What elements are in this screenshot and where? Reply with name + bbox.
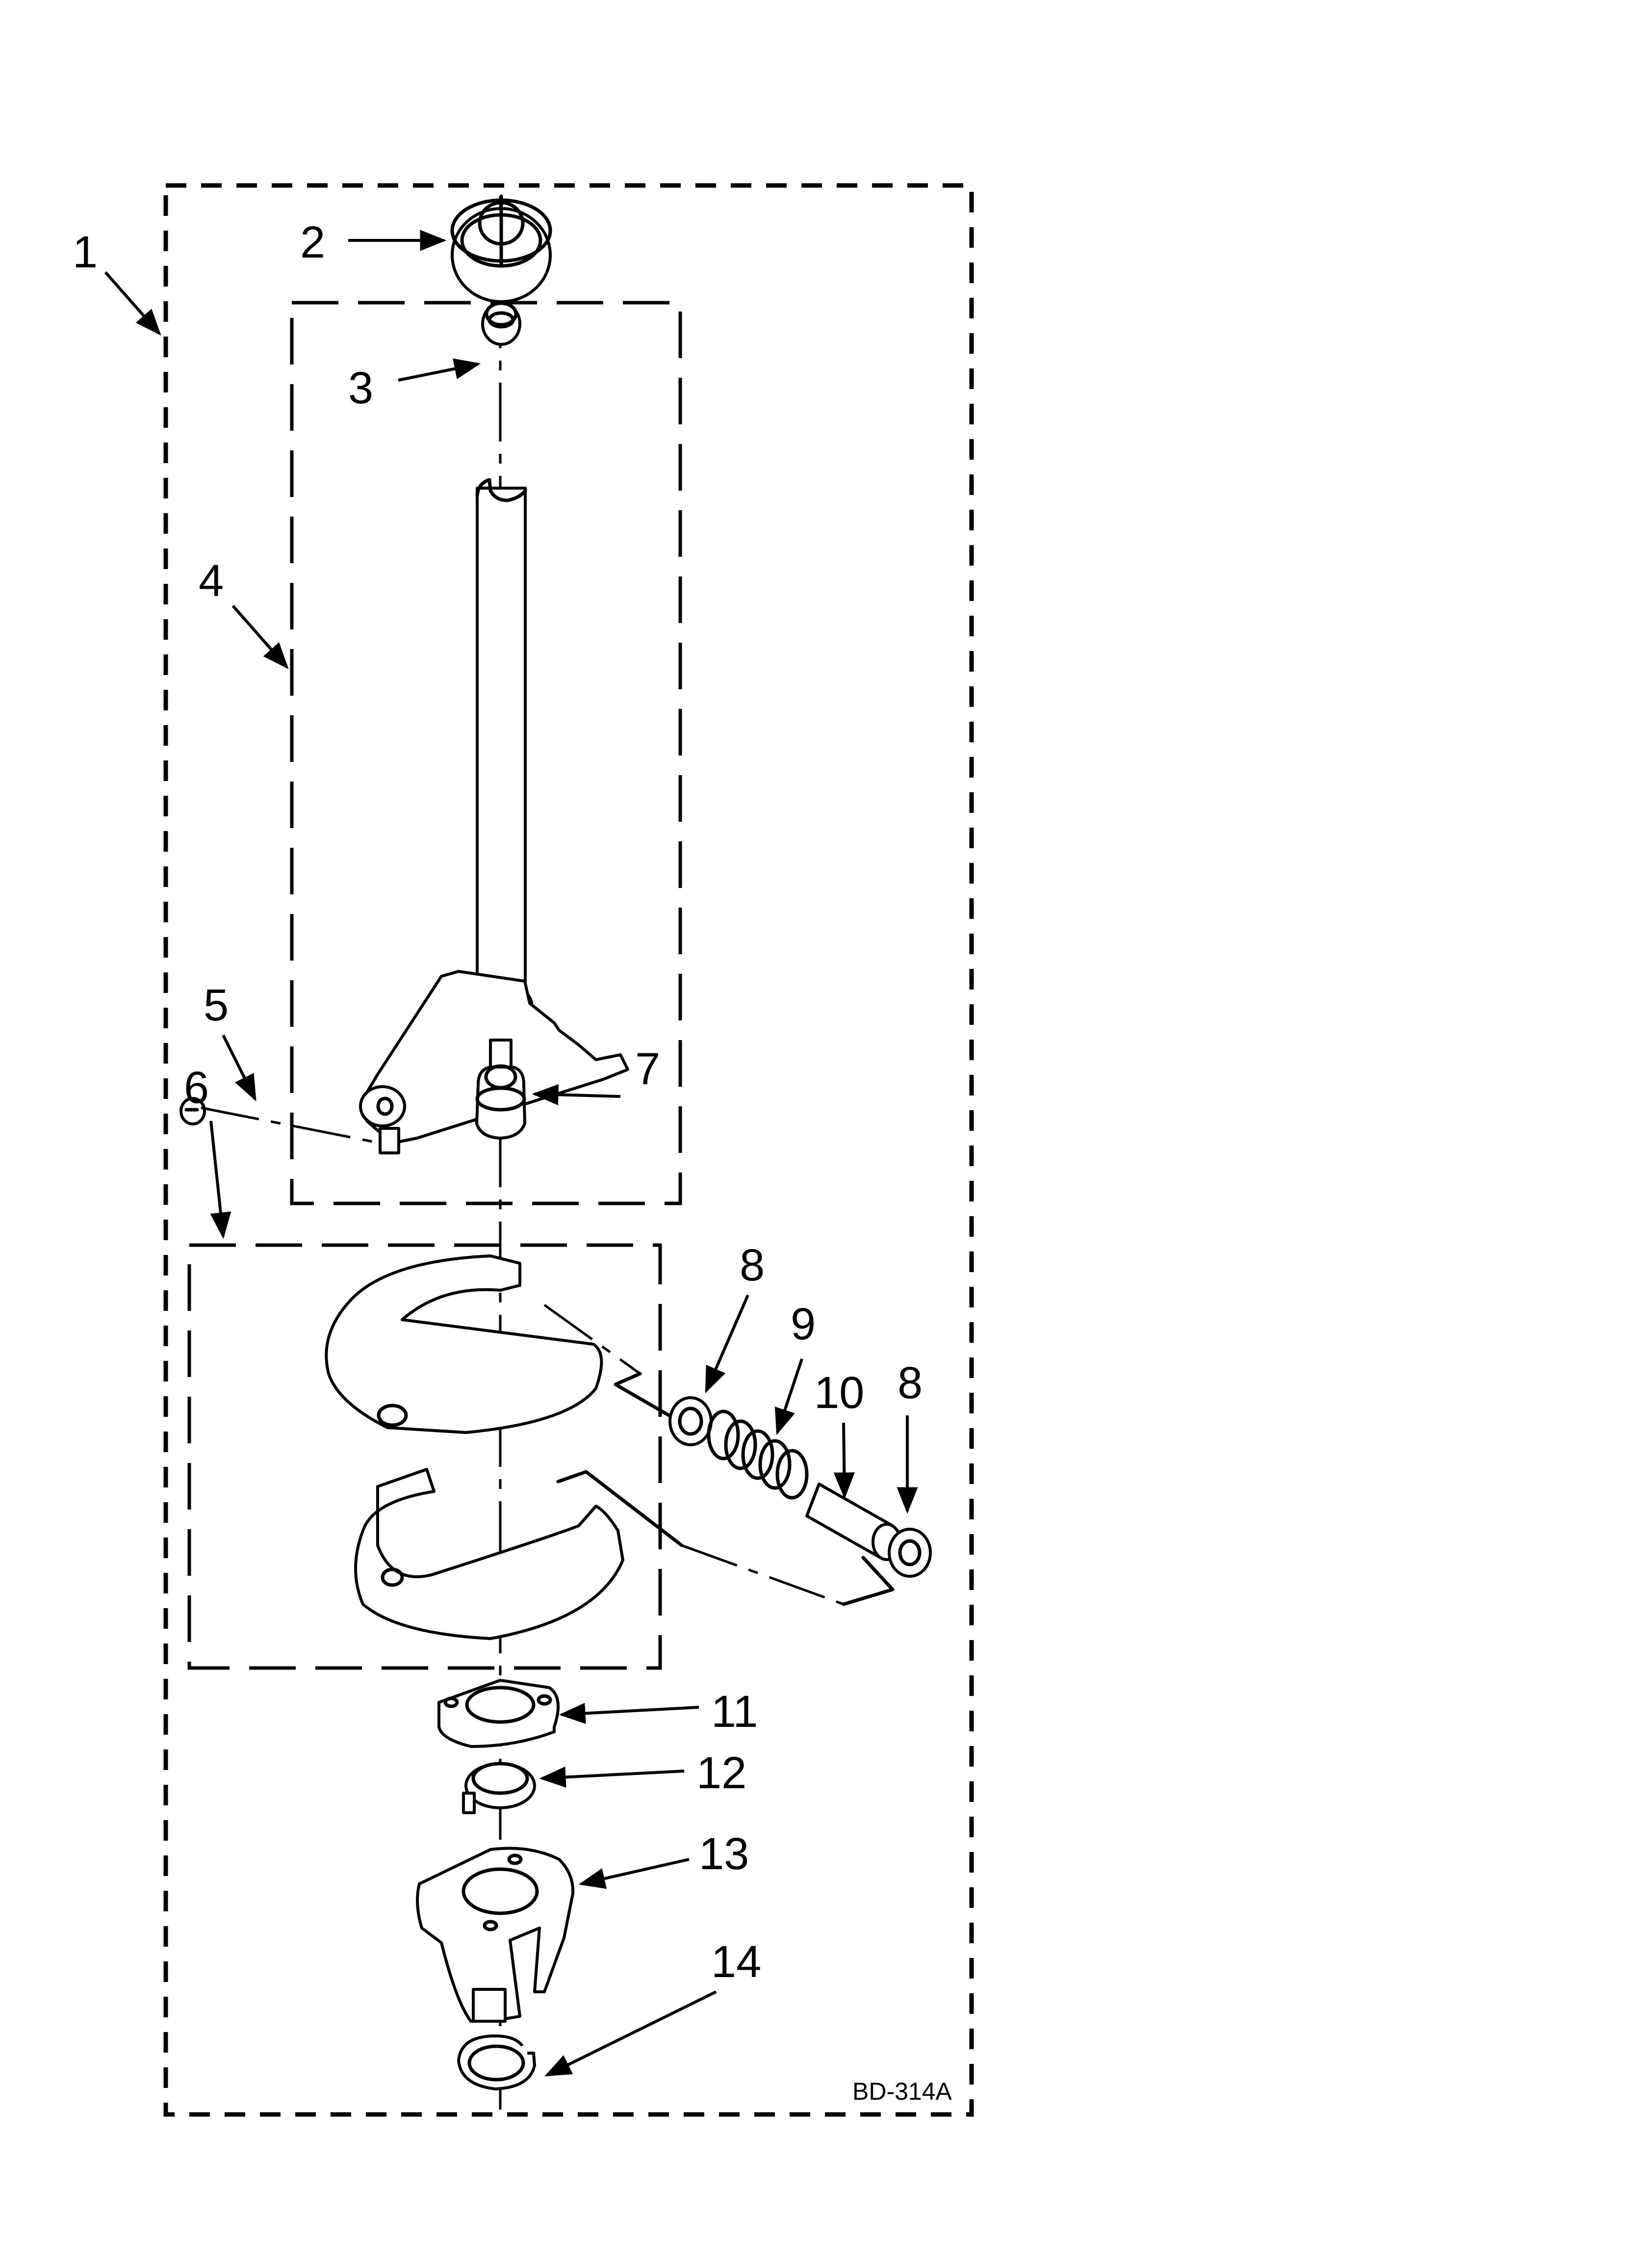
assembly-boundary-1 (163, 183, 974, 2117)
part-10-pin (805, 1483, 902, 1561)
callout-8b: 8 (897, 1358, 923, 1514)
callout-2: 2 (300, 217, 447, 267)
part-4-shaft (469, 478, 534, 1030)
part-6-upper-cam (325, 1254, 684, 1434)
part-8-washer-right (888, 1528, 932, 1578)
callout-4: 4 (199, 556, 289, 670)
callout-label-11: 11 (711, 1687, 758, 1737)
callout-6: 6 (184, 1063, 231, 1239)
callout-12: 12 (539, 1748, 746, 1798)
callout-label-2: 2 (300, 217, 325, 267)
callout-label-10: 10 (814, 1368, 864, 1418)
callout-label-12: 12 (696, 1748, 746, 1798)
callout-label-6: 6 (184, 1063, 209, 1113)
part-6-lower-cam (354, 1468, 895, 1640)
callout-label-3: 3 (348, 363, 373, 413)
subassembly-boundary-4 (290, 301, 682, 1205)
callout-1: 1 (73, 227, 161, 336)
callout-8a: 8 (705, 1240, 765, 1393)
callout-label-9: 9 (791, 1299, 816, 1349)
callout-label-13: 13 (699, 1829, 749, 1879)
part-12-ring (462, 1762, 536, 1814)
part-13-shift-fork (416, 1847, 575, 2023)
part-7-grommet (475, 1064, 526, 1140)
callout-7: 7 (532, 1044, 660, 1105)
part-11-flange (437, 1679, 560, 1748)
callout-9: 9 (774, 1299, 816, 1435)
callout-label-1: 1 (73, 227, 98, 277)
callout-label-14: 14 (711, 1937, 761, 1987)
callout-label-4: 4 (199, 556, 224, 606)
callout-14: 14 (544, 1937, 761, 2077)
callout-10: 10 (814, 1368, 864, 1499)
callout-11: 11 (559, 1687, 758, 1737)
part-3-bushing (481, 301, 521, 346)
callout-5: 5 (204, 980, 257, 1101)
drawing-code: BD-314A (852, 2078, 952, 2105)
part-8-washer-left (668, 1396, 713, 1446)
part-9-spring (707, 1409, 809, 1500)
callout-label-8-left: 8 (740, 1240, 765, 1290)
callout-label-8-right: 8 (898, 1358, 923, 1408)
callout-label-5: 5 (204, 980, 229, 1030)
part-2-seal (450, 194, 552, 303)
callout-3: 3 (348, 358, 481, 413)
part-14-c-ring (457, 2034, 536, 2090)
part-5-clip (180, 1097, 381, 1145)
callout-13: 13 (578, 1829, 749, 1889)
callout-label-7: 7 (635, 1044, 660, 1094)
subassembly-boundary-6 (187, 1243, 662, 1670)
